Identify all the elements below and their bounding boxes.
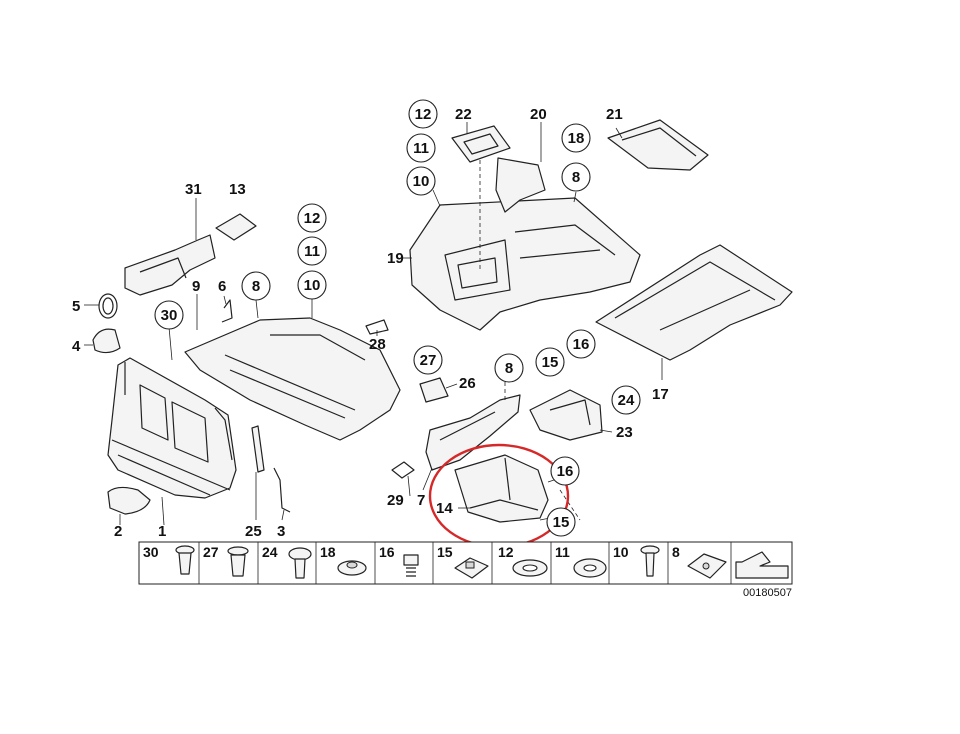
part-26: [419, 377, 449, 403]
fastener-24-icon: [288, 547, 312, 579]
fastener-18-icon: [337, 560, 367, 576]
label-19: 19: [387, 250, 404, 267]
label-23: 23: [616, 424, 633, 441]
label-3: 3: [277, 523, 285, 540]
part-28: [365, 319, 389, 335]
callout-27: 27: [420, 352, 437, 369]
fastener-12-icon: [512, 559, 548, 577]
drawing-id: 00180507: [743, 587, 792, 599]
callout-8-top: 8: [572, 169, 580, 186]
leader-lines: [84, 122, 663, 526]
label-1: 1: [158, 523, 166, 540]
part-13: [215, 213, 257, 241]
part-19-undertray: [409, 197, 641, 331]
label-28: 28: [369, 336, 386, 353]
label-4: 4: [72, 338, 81, 355]
part-21: [607, 119, 709, 171]
part-7-shield: [425, 394, 521, 471]
callout-10-mid: 10: [304, 277, 321, 294]
direction-arrow-icon: [735, 551, 789, 579]
fastener-15-icon: [454, 557, 489, 579]
circled-callouts: 12 11 10 18 8 12 11 10 8 30 27 8 15 16 2…: [154, 99, 641, 537]
fastener-label-15: 15: [437, 544, 453, 560]
fastener-label-10: 10: [613, 544, 629, 560]
callout-10-top: 10: [413, 173, 430, 190]
part-2: [107, 486, 151, 515]
fastener-label-11: 11: [555, 544, 570, 560]
label-21: 21: [606, 106, 623, 123]
part-17-tray: [595, 244, 793, 361]
part-1-front-frame: [107, 357, 237, 499]
callout-16-bottom: 16: [557, 463, 574, 480]
callout-8-bottom: 8: [505, 360, 513, 377]
label-14: 14: [436, 500, 453, 517]
part-3-bracket: [273, 467, 291, 513]
callout-11-mid: 11: [304, 243, 320, 260]
fastener-label-27: 27: [203, 544, 219, 560]
fastener-10-icon: [640, 545, 660, 577]
label-26: 26: [459, 375, 476, 392]
callout-12-mid: 12: [304, 210, 321, 227]
part-22: [451, 125, 511, 163]
part-6: [221, 299, 233, 323]
callout-18: 18: [568, 130, 585, 147]
callout-24: 24: [618, 392, 635, 409]
callout-12-top: 12: [415, 106, 432, 123]
label-29: 29: [387, 492, 404, 509]
callout-15-bottom: 15: [553, 514, 570, 531]
fastener-label-18: 18: [320, 544, 336, 560]
fastener-30-icon: [175, 545, 195, 575]
callout-30: 30: [161, 307, 178, 324]
fastener-label-8: 8: [672, 544, 680, 560]
part-25-strip: [251, 425, 265, 473]
label-13: 13: [229, 181, 246, 198]
part-9-underbody-panel: [184, 317, 401, 441]
fastener-27-icon: [227, 546, 249, 577]
label-2: 2: [114, 523, 122, 540]
callout-8-left: 8: [252, 278, 260, 295]
label-25: 25: [245, 523, 262, 540]
label-22: 22: [455, 106, 472, 123]
part-5-ring: [98, 293, 118, 319]
callout-16-mid: 16: [573, 336, 590, 353]
fastener-11-icon: [573, 558, 607, 578]
callout-11-top: 11: [413, 140, 429, 157]
part-29: [391, 461, 415, 479]
fastener-label-12: 12: [498, 544, 514, 560]
fastener-label-30: 30: [143, 544, 159, 560]
label-20: 20: [530, 106, 547, 123]
part-31-duct: [124, 234, 216, 296]
label-31: 31: [185, 181, 202, 198]
fastener-8-icon: [687, 553, 727, 579]
label-17: 17: [652, 386, 669, 403]
fastener-label-24: 24: [262, 544, 278, 560]
label-6: 6: [218, 278, 226, 295]
part-23-bracket: [529, 389, 603, 441]
part-4: [92, 328, 121, 354]
label-7: 7: [417, 492, 425, 509]
fastener-strip: 30 27 24 18 16 15 12 11 10 8: [138, 541, 793, 585]
fastener-16-icon: [403, 554, 419, 577]
fastener-label-16: 16: [379, 544, 395, 560]
part-20: [495, 157, 546, 213]
callout-15-mid: 15: [542, 354, 559, 371]
part-14-wheel-liner: [454, 454, 549, 523]
plain-labels: 5 4 31 13 9 6 28 2 1 25 3 19 22 20 21 17…: [72, 106, 669, 540]
label-5: 5: [72, 298, 80, 315]
label-9: 9: [192, 278, 200, 295]
